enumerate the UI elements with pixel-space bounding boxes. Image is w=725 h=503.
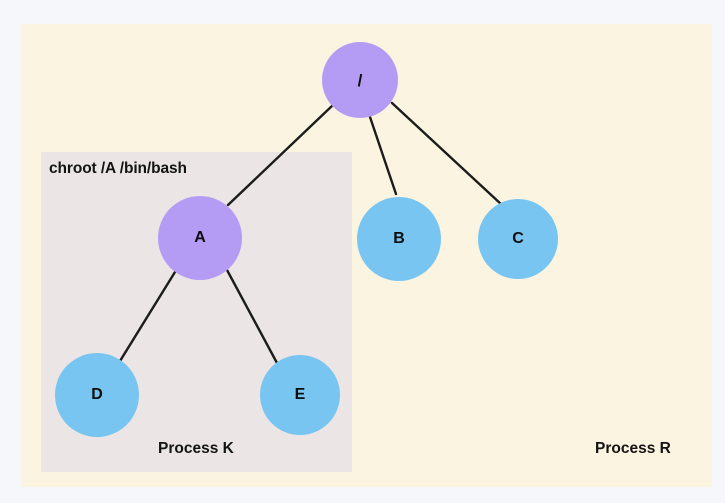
node-b[interactable]: B [357, 197, 441, 281]
node-b-label: B [393, 230, 405, 247]
node-a[interactable]: A [158, 196, 242, 280]
node-a-label: A [194, 229, 206, 246]
node-c[interactable]: C [478, 199, 558, 279]
process-r-label: Process R [595, 440, 671, 457]
node-c-label: C [512, 230, 524, 247]
node-e-label: E [294, 386, 306, 403]
node-root[interactable]: / [322, 42, 398, 118]
chroot-command-label: chroot /A /bin/bash [49, 160, 187, 177]
process-k-label: Process K [158, 440, 234, 457]
node-root-label: / [357, 70, 363, 90]
node-e[interactable]: E [260, 355, 340, 435]
node-d-label: D [91, 386, 103, 403]
node-d[interactable]: D [55, 353, 139, 437]
